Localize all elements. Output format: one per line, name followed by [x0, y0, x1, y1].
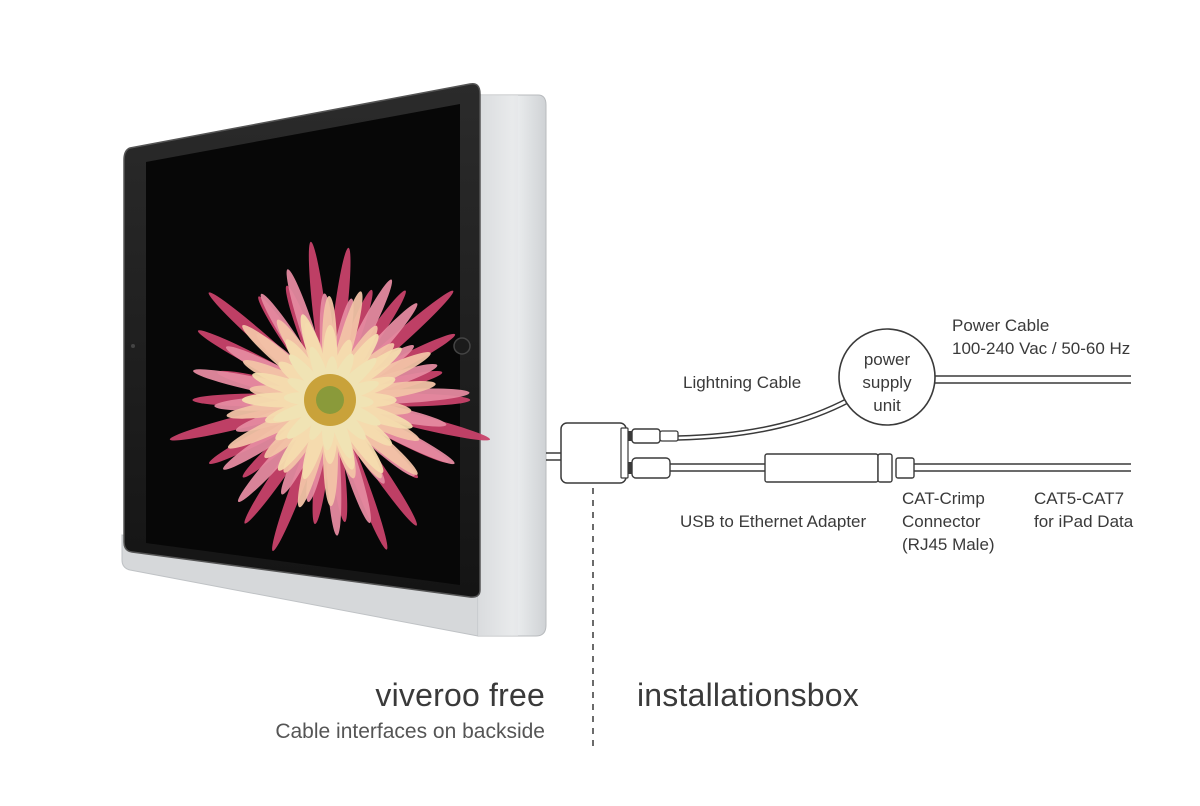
- product-name: viveroo free: [375, 677, 545, 713]
- usb-ethernet-chain: [628, 453, 1131, 483]
- camera-icon: [131, 344, 135, 348]
- flower-core: [316, 386, 344, 414]
- power-cable: [935, 375, 1131, 384]
- installation-name: installationsbox: [637, 677, 859, 713]
- power-supply-label: power supply unit: [862, 350, 912, 415]
- home-button-icon: [453, 337, 471, 355]
- connection-box: [546, 422, 629, 484]
- usb-adapter-body: [764, 453, 879, 483]
- lightning-cable-label: Lightning Cable: [683, 373, 802, 392]
- power-cable-label: Power Cable 100-240 Vac / 50-60 Hz: [952, 316, 1131, 358]
- cat5-label: CAT5-CAT7 for iPad Data: [1034, 489, 1134, 531]
- rj45-connector: [895, 457, 915, 479]
- flower-wallpaper: [169, 241, 491, 552]
- power-supply-unit: [838, 328, 936, 426]
- lightning-cable: [628, 397, 851, 444]
- cat-crimp-label: CAT-Crimp Connector (RJ45 Male): [902, 489, 995, 554]
- product-subtitle: Cable interfaces on backside: [275, 720, 545, 743]
- usb-adapter-label: USB to Ethernet Adapter: [680, 512, 867, 531]
